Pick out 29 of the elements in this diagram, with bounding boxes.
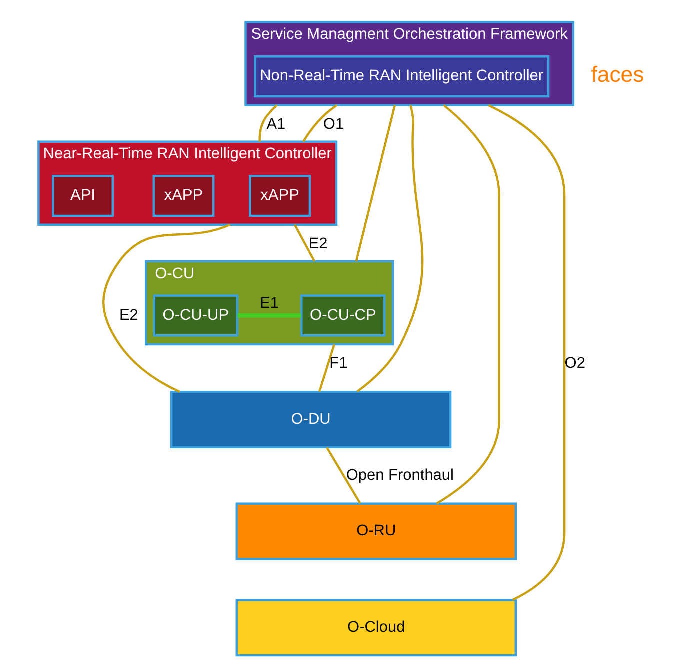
node-box: Non-Real-Time RAN Intelligent Controller [254, 55, 550, 98]
edge-label: O2 [564, 354, 586, 372]
node-box: O-Cloud [236, 598, 517, 656]
node-box: O-CU-UP [153, 294, 239, 336]
node-box: O-CU-CP [300, 294, 386, 336]
connector [326, 446, 362, 504]
connector [488, 104, 566, 601]
node-box: O-RU [236, 502, 517, 560]
edge-label: O1 [323, 115, 344, 132]
connector [356, 104, 424, 392]
connector [436, 104, 500, 504]
label: faces [591, 62, 644, 87]
edge-label: E2 [119, 306, 138, 324]
connector [302, 104, 338, 142]
connector [102, 223, 231, 393]
connector [355, 104, 396, 262]
edge-label: E2 [308, 234, 328, 252]
node-box: xAPP [152, 174, 215, 217]
node-box: API [52, 174, 114, 217]
edge-label: A1 [266, 115, 286, 132]
edge-label: Open Fronthaul [346, 466, 454, 484]
node-box: xAPP [249, 174, 312, 217]
connector [294, 224, 316, 262]
edge-label: E1 [260, 294, 280, 312]
connector [258, 104, 278, 142]
connector [318, 344, 336, 392]
connector [238, 312, 302, 318]
edge-label: F1 [330, 354, 348, 372]
node-box: O-DU [170, 390, 452, 448]
